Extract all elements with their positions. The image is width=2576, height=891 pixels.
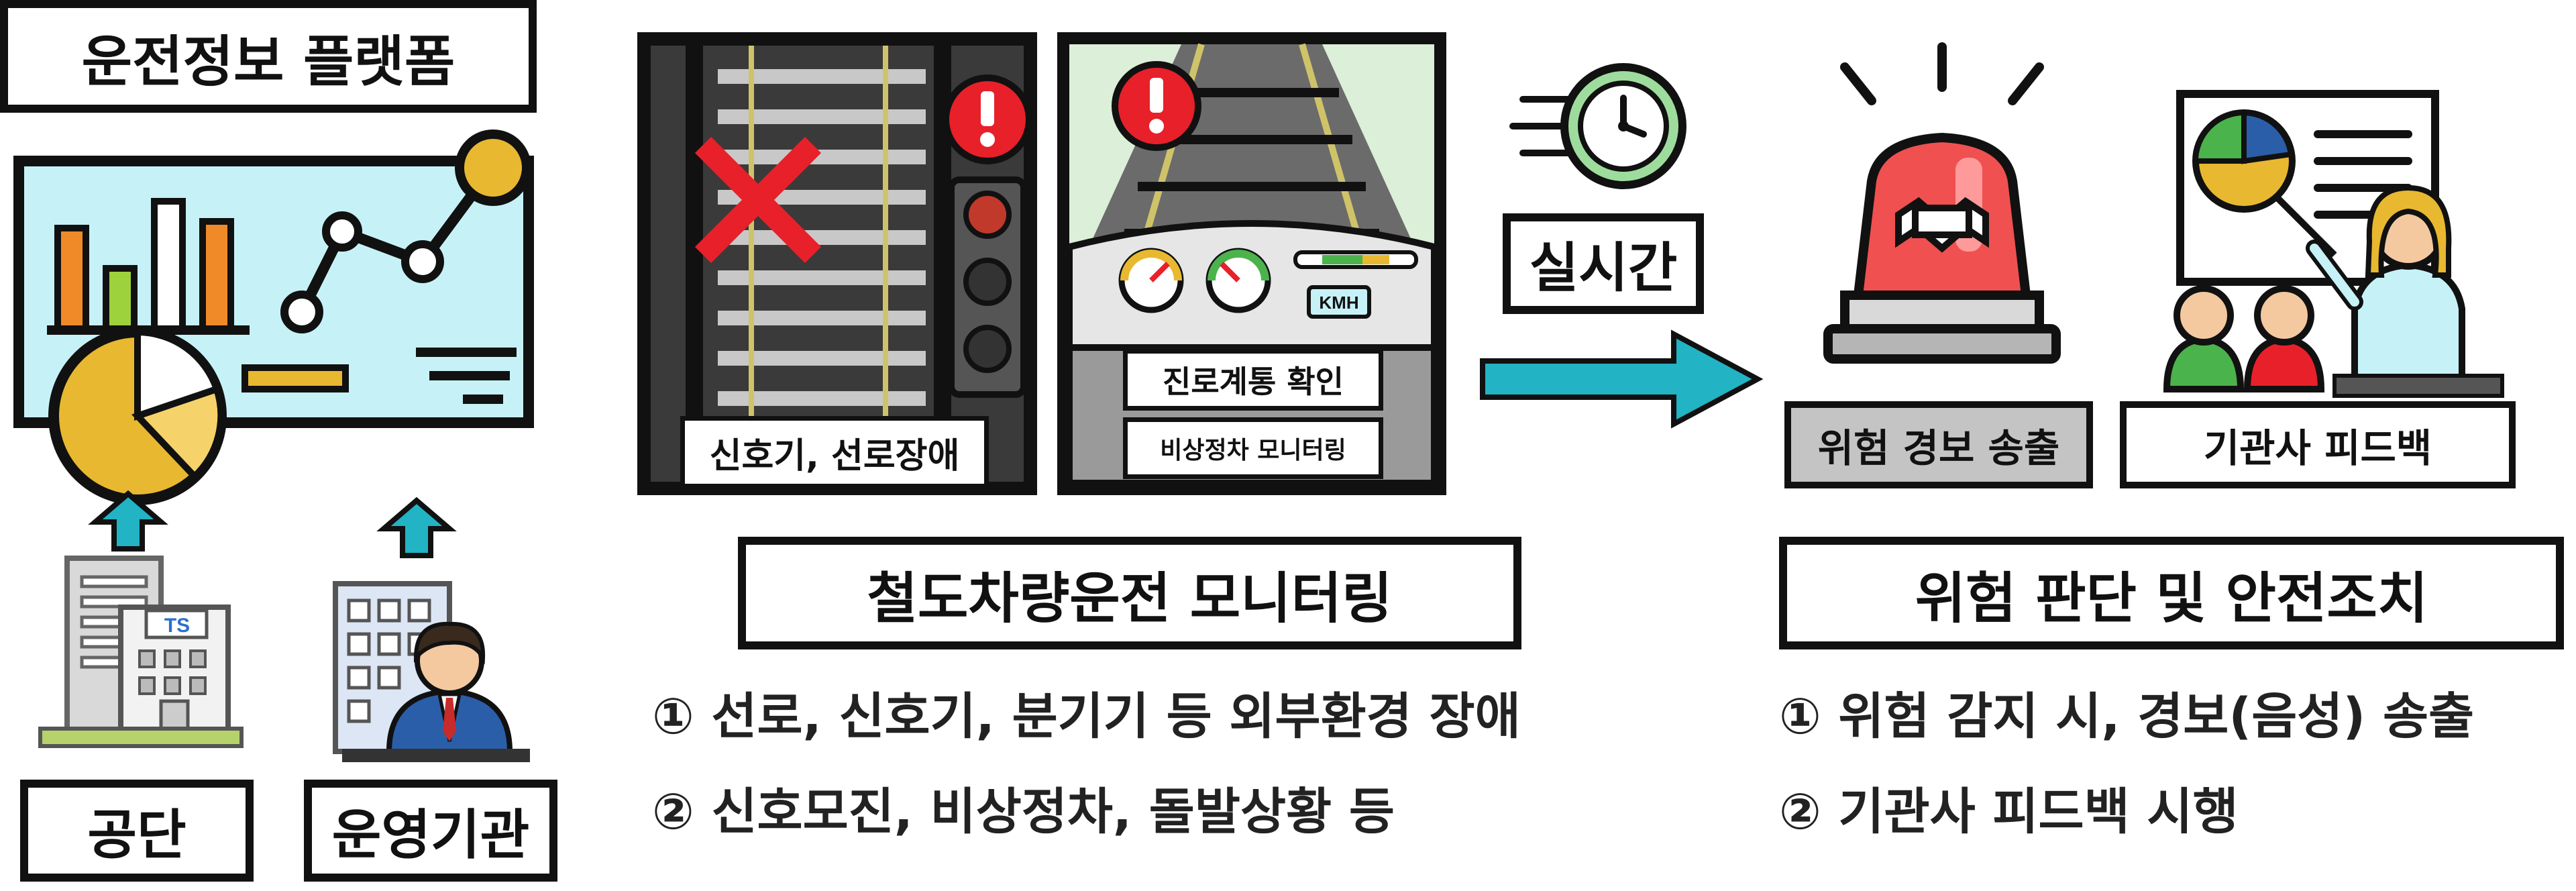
clock-icon	[1509, 63, 1686, 189]
emergency-stop-text: 비상정차 모니터링	[1160, 437, 1346, 464]
safety-title: 위험 판단 및 안전조치	[1915, 566, 2428, 631]
realtime-label: 실시간	[1529, 237, 1678, 299]
track-obstacle-label: 신호기, 선로장애	[680, 416, 989, 488]
up-arrow-icon	[88, 490, 168, 552]
safety-item: ① 위험 감지 시, 경보(음성) 송출	[1779, 688, 2475, 745]
flow-arrow-icon	[1480, 329, 1764, 429]
track-obstacle-text: 신호기, 선로장애	[709, 435, 960, 476]
alarm-label-box: 위험 경보 송출	[1784, 401, 2093, 488]
ts-logo: TS	[164, 615, 190, 637]
monitoring-title-box: 철도차량운전 모니터링	[738, 537, 1521, 649]
source-operator-text: 운영기관	[331, 804, 530, 866]
feedback-label: 기관사 피드백	[2203, 425, 2432, 471]
source-label-agency: 공단	[20, 780, 254, 882]
source-agency-text: 공단	[87, 804, 186, 866]
alarm-label: 위험 경보 송출	[1817, 425, 2060, 471]
siren-alarm-icon	[1823, 42, 2061, 364]
up-arrow-icon	[376, 496, 457, 558]
presenter-feedback-icon	[2163, 90, 2504, 398]
route-check-label: 진로계통 확인	[1123, 349, 1383, 411]
safety-item: ② 기관사 피드백 시행	[1779, 783, 2239, 841]
operator-person-icon	[333, 581, 530, 762]
route-check-text: 진로계통 확인	[1163, 364, 1344, 400]
track-obstacle-panel	[637, 32, 1037, 495]
safety-title-box: 위험 판단 및 안전조치	[1779, 537, 2564, 649]
analytics-monitor-icon	[13, 129, 534, 505]
emergency-stop-label: 비상정차 모니터링	[1123, 417, 1383, 479]
platform-title: 운전정보 플랫폼	[81, 30, 455, 94]
kmh-badge: KMH	[1319, 293, 1358, 313]
platform-title-box: 운전정보 플랫폼	[0, 0, 537, 113]
source-label-operator: 운영기관	[304, 780, 557, 882]
monitoring-item: ① 선로, 신호기, 분기기 등 외부환경 장애	[652, 688, 1521, 745]
feedback-label-box: 기관사 피드백	[2120, 401, 2516, 488]
realtime-label-box: 실시간	[1503, 213, 1704, 314]
monitoring-item: ② 신호모진, 비상정차, 돌발상황 등	[652, 783, 1395, 841]
monitoring-title: 철도차량운전 모니터링	[867, 566, 1393, 631]
agency-building-icon: TS	[38, 556, 244, 748]
